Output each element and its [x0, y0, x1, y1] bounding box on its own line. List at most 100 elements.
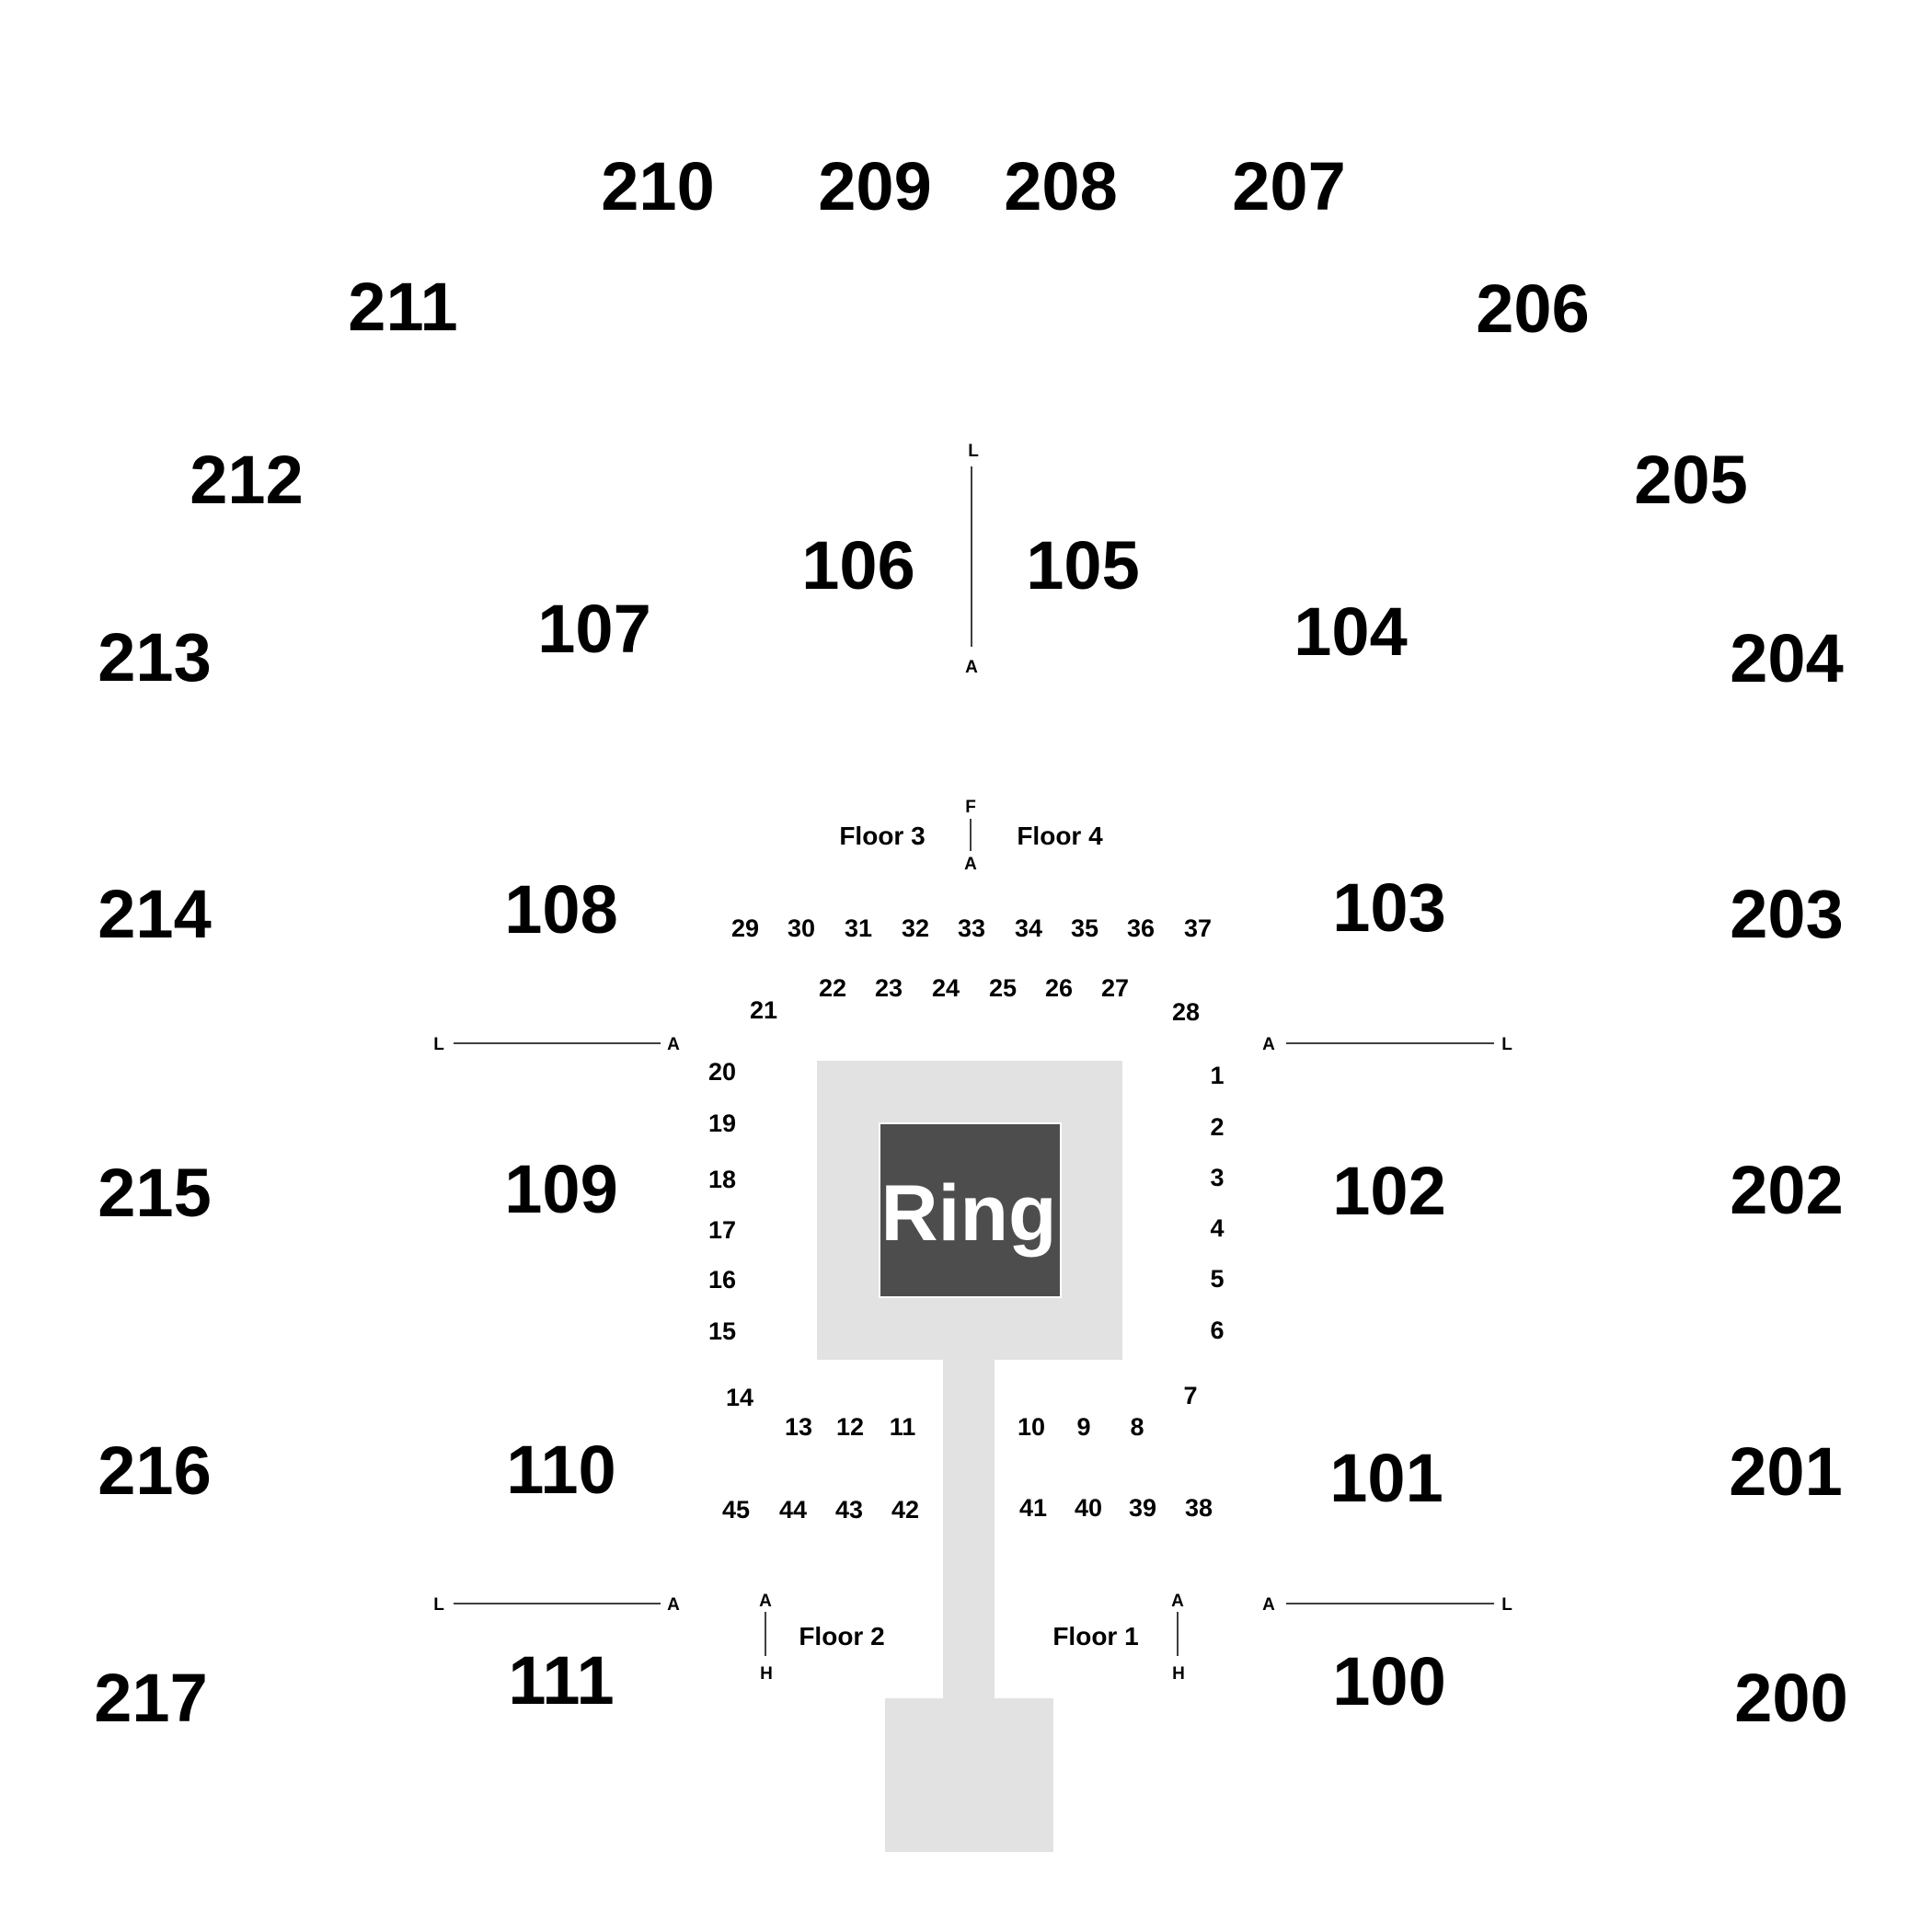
section-108[interactable]: 108 [504, 871, 617, 948]
floor-section-41[interactable]: 41 [1019, 1494, 1047, 1522]
floor-section-37[interactable]: 37 [1184, 914, 1212, 942]
section-215[interactable]: 215 [98, 1155, 211, 1231]
floor-label-3: Floor 3 [839, 822, 925, 850]
section-110[interactable]: 110 [506, 1432, 615, 1508]
row-letter-floor-3-4-end: A [964, 855, 977, 874]
row-letter-left-upper-end: A [667, 1035, 680, 1054]
section-107[interactable]: 107 [537, 591, 650, 667]
floor-section-42[interactable]: 42 [891, 1496, 919, 1524]
floor-section-10[interactable]: 10 [1018, 1413, 1045, 1441]
floor-section-33[interactable]: 33 [958, 914, 985, 942]
row-letter-left-lower-end: A [667, 1595, 680, 1615]
floor-section-25[interactable]: 25 [989, 974, 1017, 1002]
section-205[interactable]: 205 [1634, 442, 1747, 518]
floor-section-5[interactable]: 5 [1210, 1265, 1224, 1293]
row-letter-floor-1-end: H [1172, 1664, 1185, 1684]
floor-section-6[interactable]: 6 [1210, 1317, 1224, 1344]
floor-section-14[interactable]: 14 [726, 1384, 753, 1411]
floor-section-18[interactable]: 18 [708, 1166, 736, 1193]
row-letter-left-lower-start: L [433, 1595, 444, 1615]
floor-label-4: Floor 4 [1017, 822, 1103, 850]
floor-label-2: Floor 2 [799, 1622, 884, 1650]
floor-section-39[interactable]: 39 [1129, 1494, 1156, 1522]
section-208[interactable]: 208 [1004, 148, 1117, 224]
entrance-stage [885, 1698, 1053, 1852]
floor-section-35[interactable]: 35 [1071, 914, 1098, 942]
row-letter-floor-2-start: A [759, 1592, 772, 1611]
section-111[interactable]: 111 [508, 1642, 614, 1719]
floor-section-4[interactable]: 4 [1210, 1214, 1224, 1242]
floor-section-23[interactable]: 23 [875, 974, 903, 1002]
floor-section-1[interactable]: 1 [1210, 1062, 1224, 1089]
floor-section-26[interactable]: 26 [1045, 974, 1073, 1002]
section-214[interactable]: 214 [98, 876, 211, 952]
section-207[interactable]: 207 [1232, 148, 1345, 224]
floor-section-7[interactable]: 7 [1183, 1382, 1197, 1409]
row-letter-floor-1-start: A [1171, 1592, 1184, 1611]
floor-section-28[interactable]: 28 [1172, 998, 1200, 1026]
floor-section-22[interactable]: 22 [819, 974, 846, 1002]
section-106[interactable]: 106 [801, 527, 914, 604]
row-letter-right-lower-start: A [1262, 1595, 1275, 1615]
section-104[interactable]: 104 [1294, 593, 1407, 670]
floor-section-27[interactable]: 27 [1101, 974, 1129, 1002]
section-217[interactable]: 217 [94, 1660, 207, 1736]
floor-section-29[interactable]: 29 [731, 914, 759, 942]
floor-section-16[interactable]: 16 [708, 1266, 736, 1294]
row-letter-top-end: A [965, 658, 978, 677]
floor-section-13[interactable]: 13 [785, 1413, 812, 1441]
upper-level: 200 201 202 203 204 205 206 207 208 209 … [94, 148, 1847, 1736]
floor-section-8[interactable]: 8 [1130, 1413, 1144, 1441]
section-212[interactable]: 212 [190, 442, 303, 518]
section-213[interactable]: 213 [98, 619, 211, 696]
section-200[interactable]: 200 [1734, 1660, 1847, 1736]
floor-section-24[interactable]: 24 [932, 974, 960, 1002]
section-209[interactable]: 209 [818, 148, 931, 224]
floor-section-9[interactable]: 9 [1076, 1413, 1090, 1441]
section-101[interactable]: 101 [1329, 1440, 1443, 1516]
row-letter-left-upper-start: L [433, 1035, 444, 1054]
section-201[interactable]: 201 [1729, 1433, 1842, 1510]
floor-section-11[interactable]: 11 [890, 1413, 916, 1441]
floor-section-40[interactable]: 40 [1075, 1494, 1102, 1522]
row-letter-right-upper-end: L [1501, 1035, 1512, 1054]
section-105[interactable]: 105 [1026, 527, 1139, 604]
section-206[interactable]: 206 [1476, 270, 1589, 347]
floor-section-31[interactable]: 31 [845, 914, 872, 942]
row-letter-top-start: L [968, 442, 979, 461]
floor-section-43[interactable]: 43 [835, 1496, 863, 1524]
floor-section-20[interactable]: 20 [708, 1058, 736, 1086]
floor-section-36[interactable]: 36 [1127, 914, 1155, 942]
floor-section-15[interactable]: 15 [708, 1317, 736, 1345]
section-204[interactable]: 204 [1730, 620, 1843, 696]
floor-section-3[interactable]: 3 [1210, 1164, 1224, 1191]
section-211[interactable]: 211 [348, 269, 457, 345]
section-103[interactable]: 103 [1332, 869, 1445, 946]
section-203[interactable]: 203 [1730, 876, 1843, 952]
floor-section-38[interactable]: 38 [1185, 1494, 1213, 1522]
floor-section-19[interactable]: 19 [708, 1110, 736, 1137]
floor-section-32[interactable]: 32 [902, 914, 929, 942]
row-letter-right-upper-start: A [1262, 1035, 1275, 1054]
floor-sections: 1 2 3 4 5 6 7 8 9 10 11 12 13 14 15 16 1… [708, 914, 1225, 1524]
floor-section-21[interactable]: 21 [750, 996, 777, 1024]
section-100[interactable]: 100 [1332, 1643, 1445, 1719]
floor-section-12[interactable]: 12 [836, 1413, 864, 1441]
floor-section-44[interactable]: 44 [779, 1496, 807, 1524]
ring[interactable] [879, 1122, 1062, 1298]
stage-structure: Ring [817, 1061, 1122, 1852]
floor-section-45[interactable]: 45 [722, 1496, 750, 1524]
section-102[interactable]: 102 [1332, 1153, 1445, 1229]
floor-labels: Floor 1 Floor 2 Floor 3 Floor 4 [799, 822, 1138, 1650]
row-letter-right-lower-end: L [1501, 1595, 1512, 1615]
section-210[interactable]: 210 [601, 148, 714, 224]
floor-section-30[interactable]: 30 [788, 914, 815, 942]
floor-section-34[interactable]: 34 [1015, 914, 1042, 942]
floor-section-17[interactable]: 17 [708, 1216, 736, 1244]
floor-section-2[interactable]: 2 [1210, 1113, 1224, 1141]
section-109[interactable]: 109 [504, 1151, 617, 1227]
section-216[interactable]: 216 [98, 1432, 211, 1509]
section-202[interactable]: 202 [1730, 1152, 1843, 1228]
floor-label-1: Floor 1 [1052, 1622, 1138, 1650]
